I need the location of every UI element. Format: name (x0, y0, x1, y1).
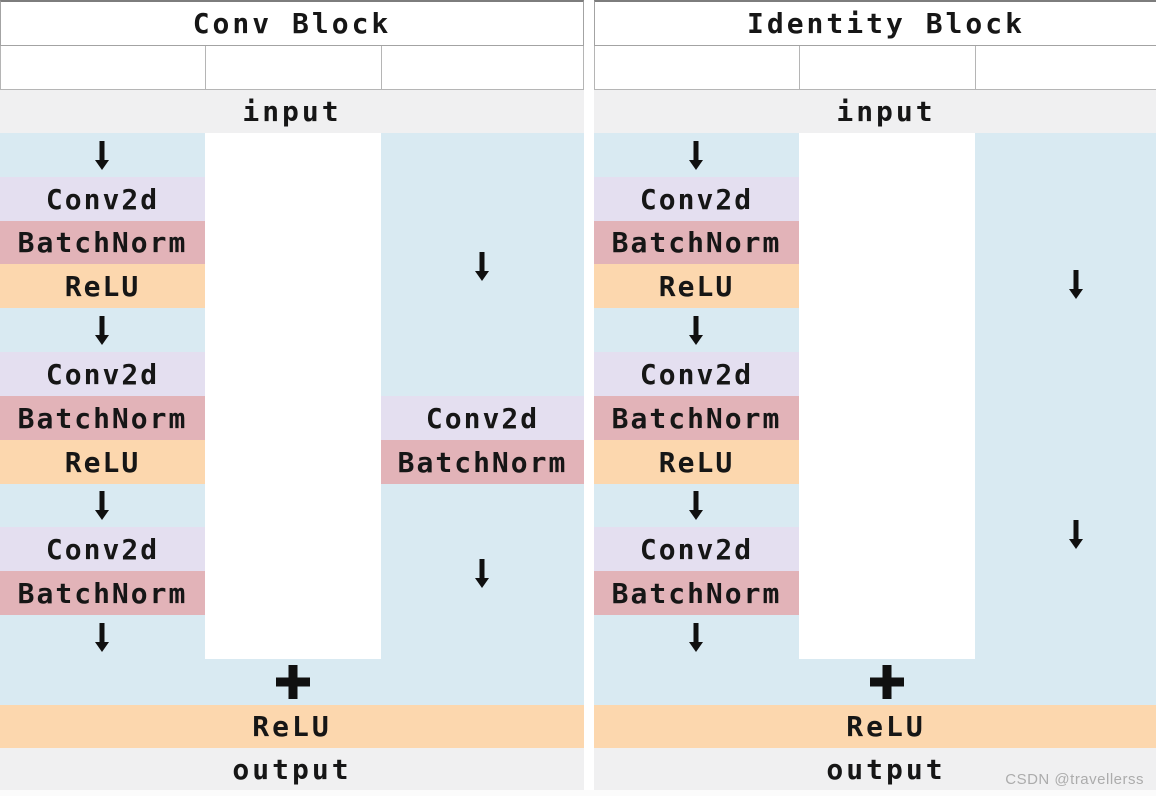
final-relu-row: ReLU (594, 705, 1156, 748)
down-arrow-icon (475, 252, 489, 281)
column-divider (205, 46, 206, 89)
layer-relu: ReLU (0, 440, 205, 484)
layer-batchnorm: BatchNorm (594, 571, 799, 615)
output-row: output (0, 748, 584, 790)
down-arrow-icon (95, 623, 109, 652)
layer-conv2d: Conv2d (594, 177, 799, 221)
down-arrow-icon (689, 623, 703, 652)
block-body: Conv2d BatchNorm ReLU Conv2d BatchNorm R… (0, 133, 584, 659)
input-row: input (0, 90, 584, 133)
layer-batchnorm: BatchNorm (594, 221, 799, 264)
layer-batchnorm: BatchNorm (0, 571, 205, 615)
empty-header-row (0, 46, 584, 90)
input-row: input (594, 90, 1156, 133)
layer-batchnorm: BatchNorm (0, 221, 205, 264)
layer-conv2d: Conv2d (0, 177, 205, 221)
down-arrow-icon (689, 491, 703, 520)
bottom-margin (0, 790, 1156, 796)
down-arrow-icon (95, 141, 109, 170)
down-arrow-icon (95, 491, 109, 520)
layer-conv2d: Conv2d (594, 527, 799, 571)
layer-batchnorm: BatchNorm (594, 396, 799, 440)
empty-header-row (594, 46, 1156, 90)
merge-row (594, 659, 1156, 705)
down-arrow-icon (475, 559, 489, 588)
final-relu-row: ReLU (0, 705, 584, 748)
panel-title: Conv Block (0, 0, 584, 46)
column-divider (381, 46, 382, 89)
layer-relu: ReLU (0, 264, 205, 308)
layer-relu: ReLU (594, 264, 799, 308)
block-body: Conv2d BatchNorm ReLU Conv2d BatchNorm R… (594, 133, 1156, 659)
layer-batchnorm: BatchNorm (0, 396, 205, 440)
watermark: CSDN @travellerss (1005, 771, 1144, 788)
layer-conv2d: Conv2d (594, 352, 799, 396)
down-arrow-icon (1069, 520, 1083, 549)
layer-conv2d: Conv2d (0, 352, 205, 396)
down-arrow-icon (95, 316, 109, 345)
layer-relu: ReLU (594, 440, 799, 484)
output-row: output (594, 748, 1156, 790)
down-arrow-icon (689, 141, 703, 170)
skip-layer-conv2d: Conv2d (381, 396, 584, 440)
merge-row (0, 659, 584, 705)
panel-conv-block: Conv Block input Conv2d BatchNorm ReLU C… (0, 0, 584, 790)
middle-spacer-column (799, 133, 975, 659)
middle-spacer-column (205, 133, 381, 659)
panel-title: Identity Block (594, 0, 1156, 46)
column-divider (975, 46, 976, 89)
skip-layer-batchnorm: BatchNorm (381, 440, 584, 484)
layer-conv2d: Conv2d (0, 527, 205, 571)
down-arrow-icon (1069, 270, 1083, 299)
plus-icon (870, 665, 904, 699)
down-arrow-icon (689, 316, 703, 345)
column-divider (799, 46, 800, 89)
plus-icon (276, 665, 310, 699)
panel-identity-block: Identity Block input Conv2d BatchNorm Re… (594, 0, 1156, 790)
